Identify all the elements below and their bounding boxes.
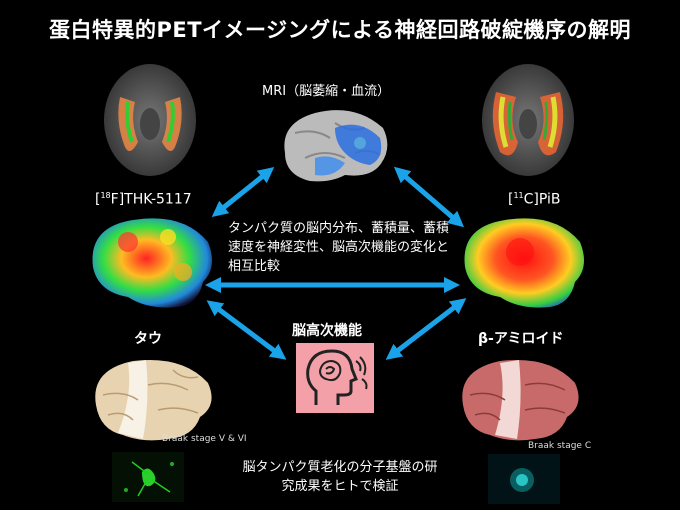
amyloid-axial-pet-image bbox=[482, 64, 574, 176]
braak-amyloid-label: Braak stage C bbox=[528, 441, 592, 451]
tau-microscopy-image bbox=[112, 452, 184, 502]
amyloid-brain-illustration bbox=[462, 359, 579, 441]
tau-label: タウ bbox=[134, 331, 162, 347]
arrow-mri-pib bbox=[393, 166, 465, 228]
amyloid-label: β-アミロイド bbox=[478, 331, 564, 347]
mri-label: MRI（脳萎縮・血流） bbox=[262, 84, 391, 99]
tau-sagittal-heatmap bbox=[92, 218, 212, 308]
pib-tracer-label: [11C]PiB bbox=[508, 191, 561, 208]
tau-axial-pet-image bbox=[104, 64, 196, 176]
braak-tau-label: Braak stage V & VI bbox=[162, 434, 247, 444]
amyloid-microscopy-image bbox=[488, 454, 560, 504]
amyloid-sagittal-heatmap bbox=[464, 218, 584, 308]
cognition-label: 脳高次機能 bbox=[292, 323, 362, 339]
thk-tracer-label: [18F]THK-5117 bbox=[95, 191, 192, 208]
page-title: 蛋白特異的PETイメージングによる神経回路破綻機序の解明 bbox=[48, 18, 631, 42]
validation-description: 脳タンパク質老化の分子基盤の研究成果をヒトで検証 bbox=[242, 460, 438, 494]
arrow-thk-mri bbox=[211, 167, 275, 217]
head-cognition-icon bbox=[296, 343, 374, 413]
comparison-description: タンパク質の脳内分布、蓄積量、蓄積速度を神経変性、脳高次機能の変化と相互比較 bbox=[228, 221, 450, 274]
mri-brain-image bbox=[284, 110, 388, 182]
arrow-tau-cognition bbox=[206, 300, 287, 360]
arrow-cognition-amyloid bbox=[385, 298, 467, 360]
tau-brain-illustration bbox=[95, 359, 212, 441]
